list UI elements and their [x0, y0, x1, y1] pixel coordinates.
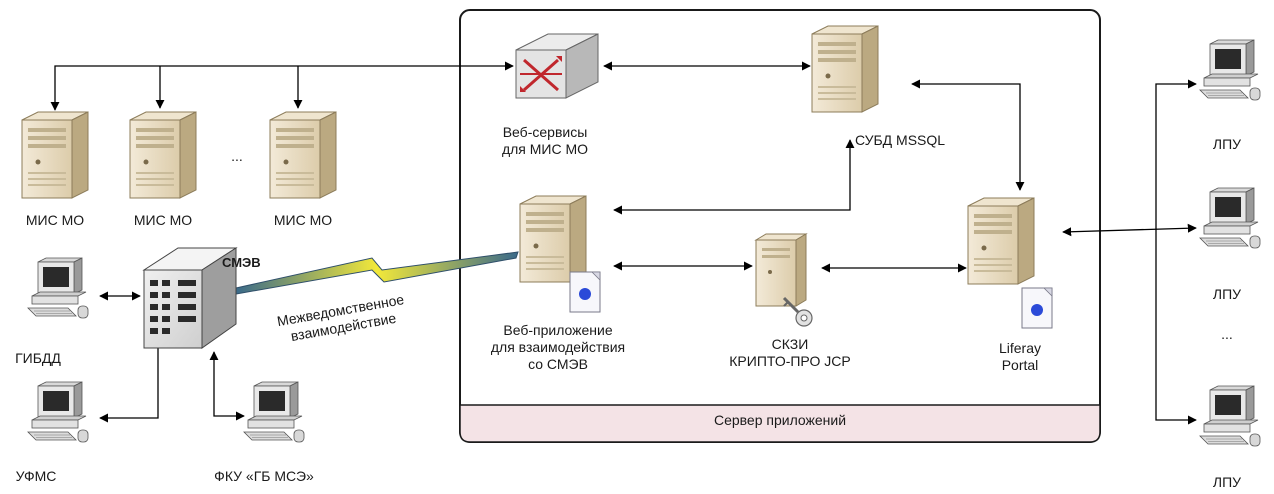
dbms-label: СУБД MSSQL: [854, 132, 946, 148]
server-tower-icon: [519, 195, 587, 283]
lightning-bolt-icon: [235, 251, 519, 295]
server-tower-icon: [129, 111, 197, 199]
smev-label: СМЭВ: [222, 255, 261, 270]
document-icon: [1021, 287, 1053, 329]
mis-mo-label: МИС МО: [133, 212, 193, 228]
workstation-icon: [243, 381, 305, 443]
ufms-label: УФМС: [15, 468, 57, 484]
workstation-icon: [1199, 39, 1261, 101]
workstation-icon: [1199, 385, 1261, 447]
liferay-label: Liferay Portal: [970, 340, 1070, 374]
skzi-server: [754, 233, 808, 307]
skzi-label: СКЗИ КРИПТО-ПРО JCP: [720, 336, 860, 370]
lpu-ellipsis: ...: [1221, 326, 1233, 342]
web-app-line2: для взаимодействия: [490, 339, 626, 355]
lpu-label: ЛПУ: [1212, 286, 1242, 302]
web-app-line1: Веб-приложение: [503, 322, 613, 338]
liferay-line2: Portal: [1001, 357, 1039, 373]
lpu-label: ЛПУ: [1212, 474, 1242, 490]
router-icon: [515, 33, 599, 99]
connectors: [50, 61, 1197, 425]
workstation-icon: [27, 257, 89, 319]
skzi-line2: КРИПТО-ПРО JCP: [729, 353, 851, 369]
web-app-line3: со СМЭВ: [528, 356, 588, 372]
fku-label: ФКУ «ГБ МСЭ»: [214, 468, 314, 484]
server-tower-icon: [21, 111, 89, 199]
server-tower-icon: [811, 25, 879, 113]
web-services-line2: для МИС МО: [501, 141, 589, 157]
server-footer-label: Сервер приложений: [713, 412, 847, 428]
gateway-box-icon: [142, 247, 238, 349]
server-tower-icon: [269, 111, 337, 199]
key-icon: [782, 296, 813, 327]
gibdd-label: ГИБДД: [15, 350, 61, 366]
web-app-label: Веб-приложение для взаимодействия со СМЭ…: [478, 322, 638, 373]
workstation-icon: [27, 381, 89, 443]
server-tower-icon: [967, 197, 1035, 285]
server-footer-band: [459, 404, 1101, 443]
liferay-line1: Liferay: [998, 340, 1042, 356]
document-icon: [569, 271, 601, 313]
mis-ellipsis: ...: [231, 148, 243, 164]
skzi-line1: СКЗИ: [771, 336, 809, 352]
web-services-line1: Веб-сервисы: [502, 124, 588, 140]
workstation-icon: [1199, 187, 1261, 249]
mis-mo-label: МИС МО: [273, 212, 333, 228]
lpu-label: ЛПУ: [1212, 136, 1242, 152]
web-services-label: Веб-сервисы для МИС МО: [480, 124, 610, 158]
mis-mo-label: МИС МО: [25, 212, 85, 228]
